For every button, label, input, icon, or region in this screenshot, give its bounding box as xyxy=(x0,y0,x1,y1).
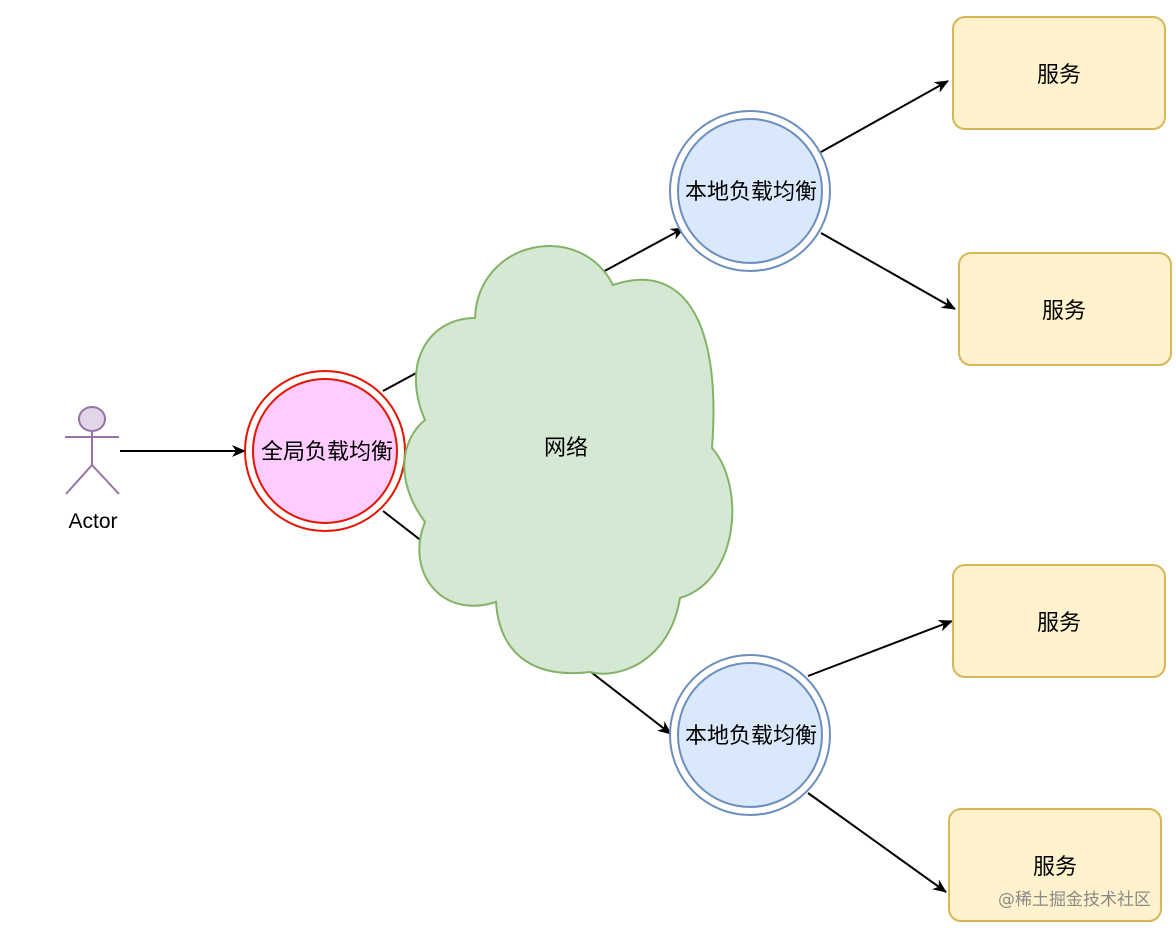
actor: Actor xyxy=(65,406,120,533)
service-1-rect xyxy=(952,16,1166,130)
service-3-label: 服务 xyxy=(1037,611,1081,636)
local-load-balancer-top: 本地负载均衡 xyxy=(669,110,831,272)
service-3-rect xyxy=(952,564,1166,678)
actor-head xyxy=(78,406,106,432)
global-load-balancer: 全局负载均衡 xyxy=(244,370,406,532)
service-4-label: 服务 xyxy=(1033,855,1077,880)
edge-local-lb-top-to-service-1 xyxy=(820,80,949,153)
watermark-text: @稀土掘金技术社区 xyxy=(998,890,1151,910)
service-4-rect xyxy=(948,808,1162,922)
local-lb-bottom-label: 本地负载均衡 xyxy=(685,724,817,749)
global-lb-label: 全局负载均衡 xyxy=(261,440,393,465)
edge-local-lb-bottom-to-service-4 xyxy=(807,792,947,893)
global-lb-inner-circle xyxy=(252,378,398,524)
network-label: 网络 xyxy=(544,436,588,461)
network-cloud-shape xyxy=(403,245,734,675)
service-2-label: 服务 xyxy=(1042,299,1086,324)
service-box-3: 服务 xyxy=(952,564,1166,678)
service-box-4: 服务 xyxy=(948,808,1162,922)
actor-label: Actor xyxy=(68,510,117,533)
edge-local-lb-top-to-service-2 xyxy=(820,232,956,310)
service-2-rect xyxy=(958,252,1172,366)
edge-local-lb-bottom-to-service-3 xyxy=(807,620,953,677)
local-lb-top-inner-circle xyxy=(677,118,823,264)
local-lb-bottom-inner-circle xyxy=(677,662,823,808)
actor-figure-icon xyxy=(65,406,120,495)
local-load-balancer-bottom: 本地负载均衡 xyxy=(669,654,831,816)
network-cloud: 网络 xyxy=(403,245,734,675)
service-box-1: 服务 xyxy=(952,16,1166,130)
service-1-label: 服务 xyxy=(1037,63,1081,88)
local-lb-top-label: 本地负载均衡 xyxy=(685,180,817,205)
service-box-2: 服务 xyxy=(958,252,1172,366)
